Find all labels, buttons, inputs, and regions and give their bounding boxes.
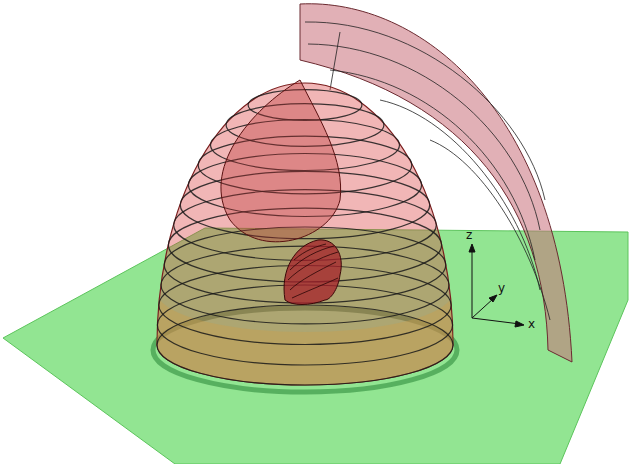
axis-label-anchor: x [528, 318, 535, 330]
axis-label: x [528, 318, 535, 330]
inner-spiral-lines [288, 244, 338, 298]
spiral-fold [221, 80, 341, 242]
axes [469, 244, 524, 327]
ground-plane [3, 228, 628, 464]
axis-label-anchor: y [498, 282, 505, 294]
axis-label: z [466, 229, 472, 241]
axis-label-anchor: z [466, 229, 472, 241]
dome-lower-tint [157, 300, 453, 385]
axis-label: y [498, 282, 505, 294]
inner-spiral [284, 240, 341, 305]
